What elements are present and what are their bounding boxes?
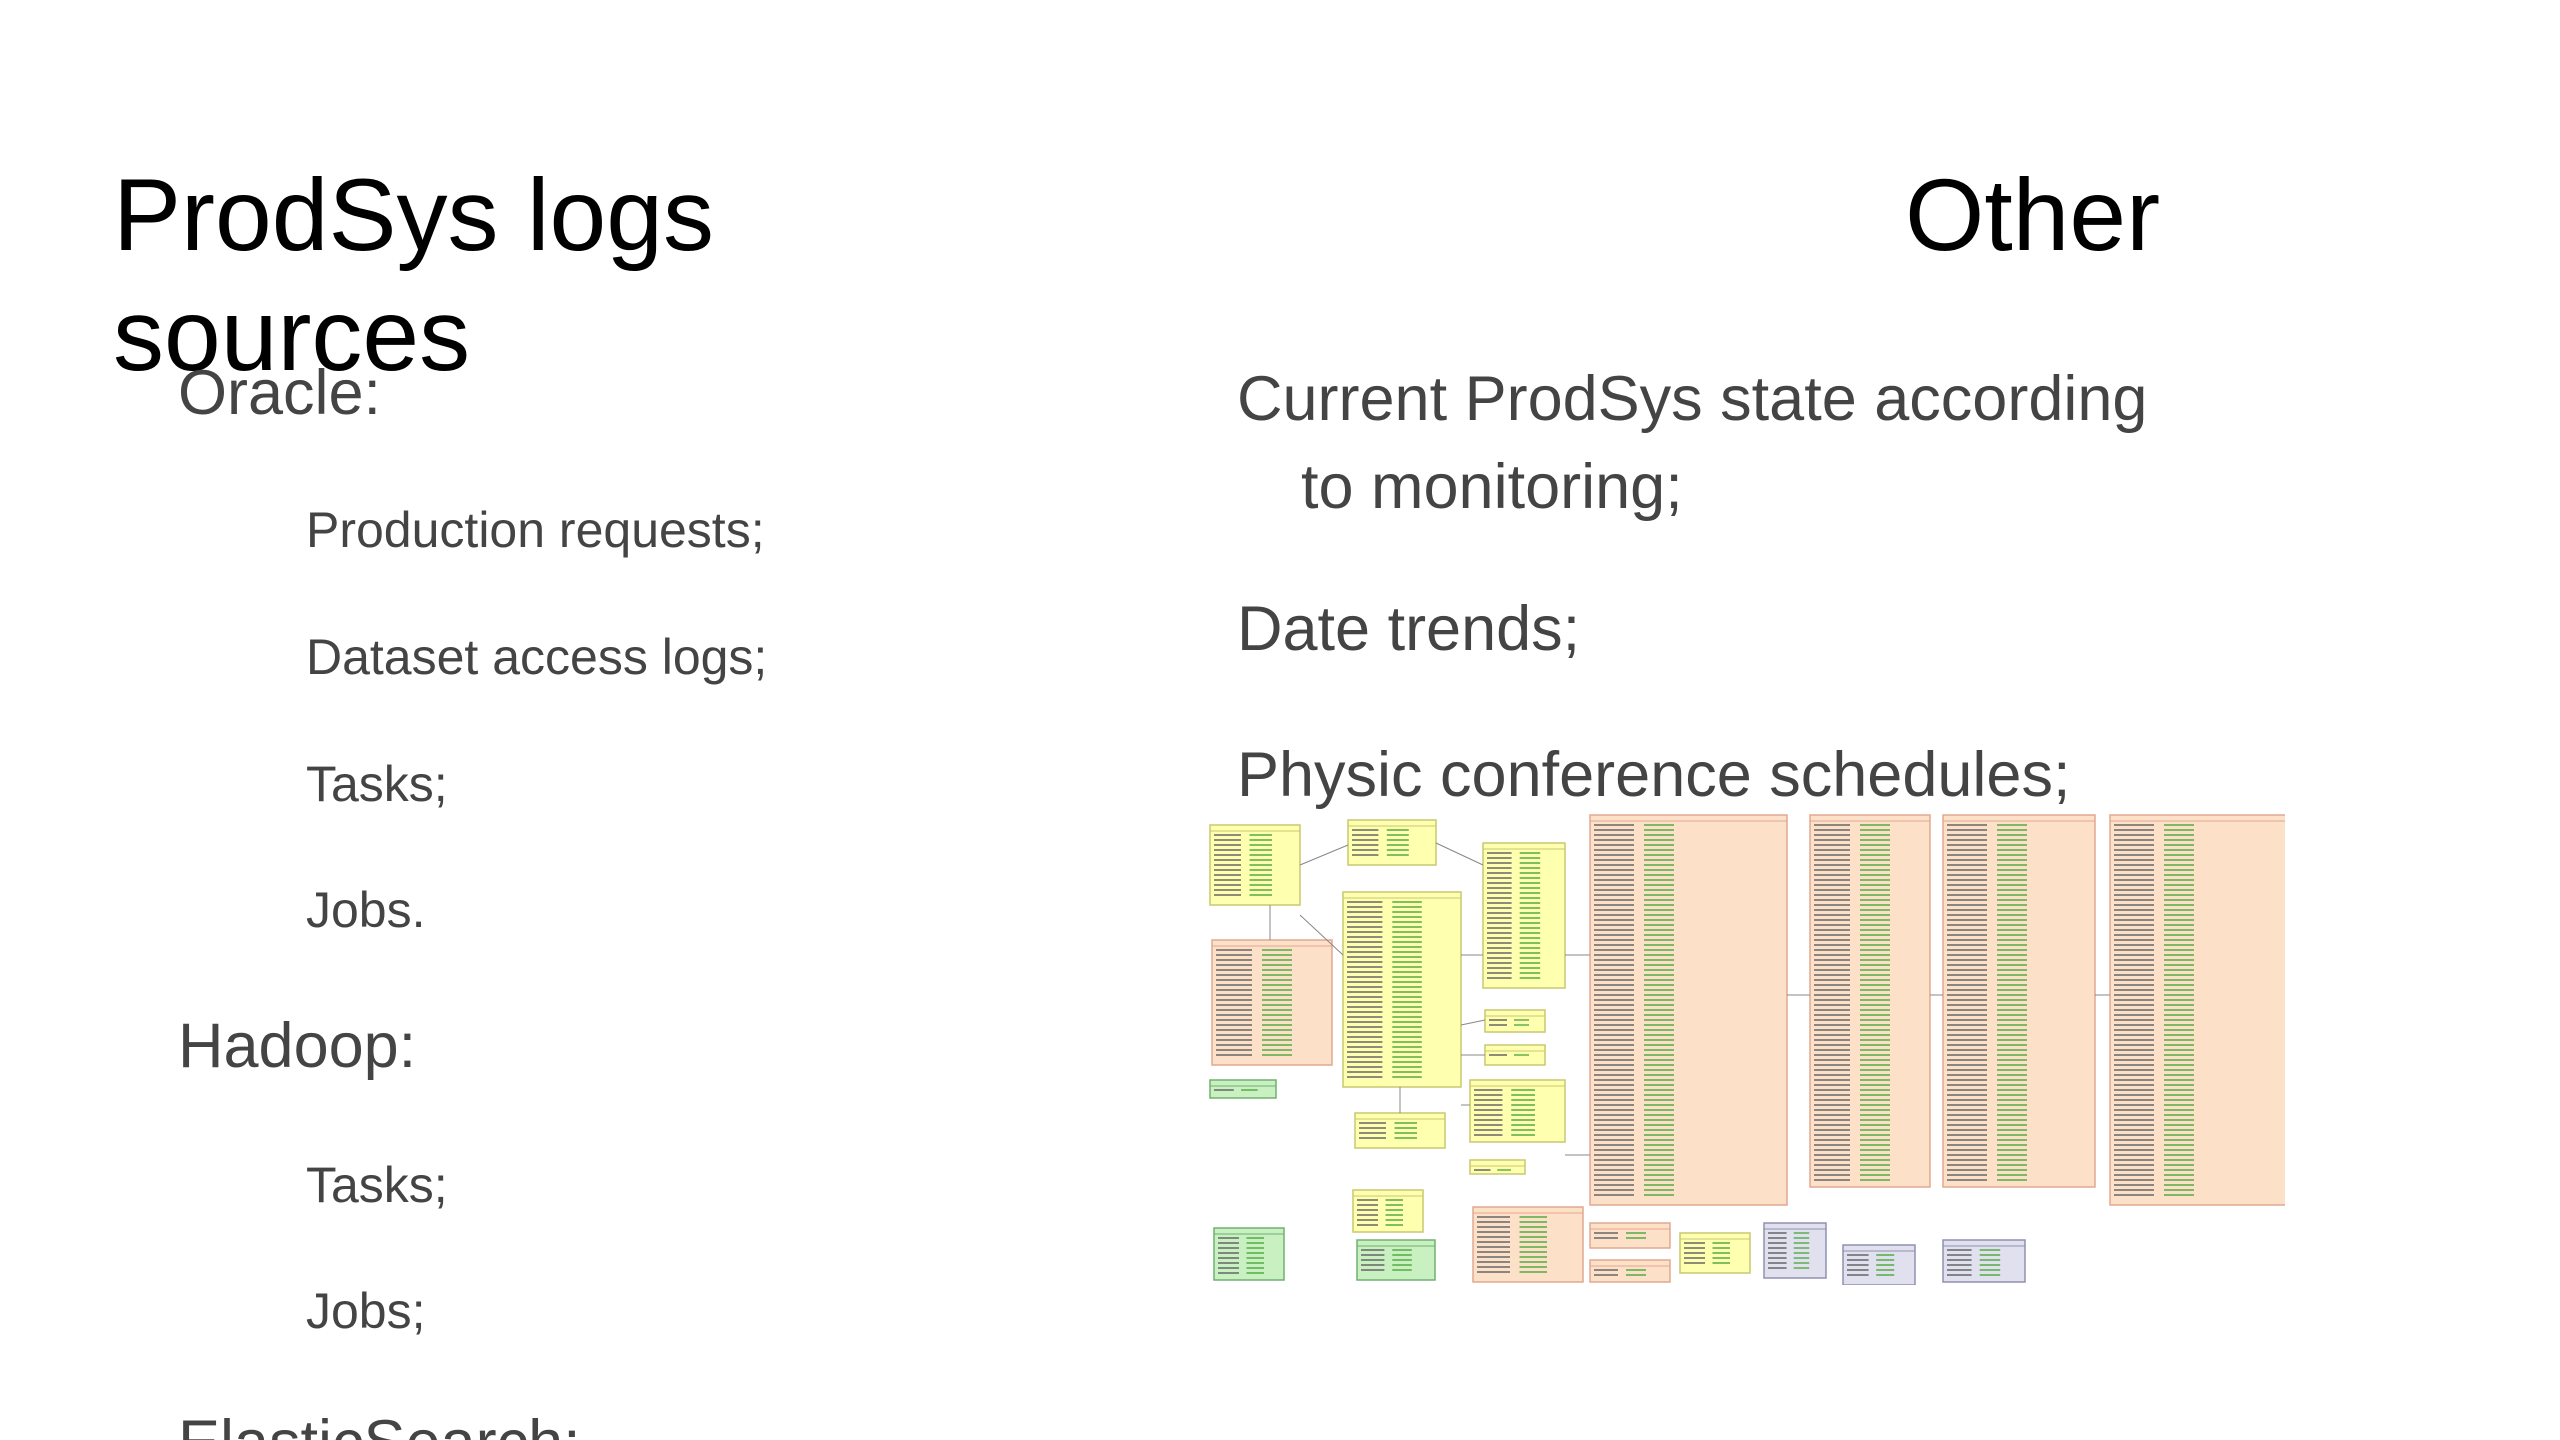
- list-item: Dataset access logs;: [306, 629, 768, 685]
- schema-table-box: [1354, 1112, 1446, 1149]
- schema-table-box: [1942, 1239, 2026, 1283]
- schema-connector: [1460, 1019, 1486, 1026]
- schema-connector: [1299, 914, 1344, 956]
- schema-table-box: [1352, 1189, 1424, 1233]
- left-title: ProdSys logs sources: [113, 158, 714, 392]
- schema-table-box: [1809, 814, 1931, 1188]
- schema-table-box: [1356, 1239, 1436, 1281]
- schema-table-box: [1763, 1222, 1827, 1279]
- schema-table-box: [1472, 1206, 1584, 1283]
- database-schema-diagram: [1209, 814, 2285, 1285]
- schema-table-box: [1209, 1079, 1277, 1099]
- schema-table-box: [1842, 1244, 1916, 1285]
- schema-table-box: [1589, 1222, 1671, 1249]
- section-heading-hadoop: Hadoop:: [178, 1011, 417, 1081]
- right-item-conference-schedules: Physic conference schedules;: [1237, 740, 2071, 810]
- list-item: Production requests;: [306, 502, 765, 558]
- schema-table-box: [1484, 1009, 1546, 1033]
- section-heading-oracle: Oracle:: [178, 358, 382, 428]
- schema-table-box: [1211, 939, 1333, 1066]
- right-item-date-trends: Date trends;: [1237, 594, 1581, 664]
- list-item: Jobs.: [306, 882, 426, 938]
- schema-connector: [1435, 842, 1484, 866]
- schema-table-box: [1484, 1044, 1546, 1066]
- schema-table-box: [1469, 1159, 1526, 1175]
- schema-table-box: [1679, 1232, 1751, 1274]
- schema-table-box: [1469, 1079, 1566, 1143]
- right-item-current-state: Current ProdSys state according to monit…: [1237, 355, 2217, 531]
- schema-connector: [1299, 844, 1349, 866]
- right-title: Other: [1905, 158, 2161, 272]
- schema-table-box: [1347, 819, 1437, 866]
- schema-table-box: [1589, 1259, 1671, 1283]
- schema-table-box: [1342, 891, 1462, 1088]
- schema-table-box: [1942, 814, 2096, 1188]
- list-item: Jobs;: [306, 1283, 426, 1339]
- list-item: Tasks;: [306, 1157, 448, 1213]
- list-item: Tasks;: [306, 756, 448, 812]
- schema-table-box: [1209, 824, 1301, 906]
- right-item-current-state-text: Current ProdSys state according to monit…: [1237, 364, 2148, 522]
- section-heading-elasticsearch: ElasticSearch:: [178, 1405, 581, 1440]
- schema-table-box: [1589, 814, 1788, 1206]
- schema-table-box: [1482, 842, 1566, 989]
- schema-table-box: [1213, 1227, 1285, 1281]
- schema-table-box: [2109, 814, 2285, 1206]
